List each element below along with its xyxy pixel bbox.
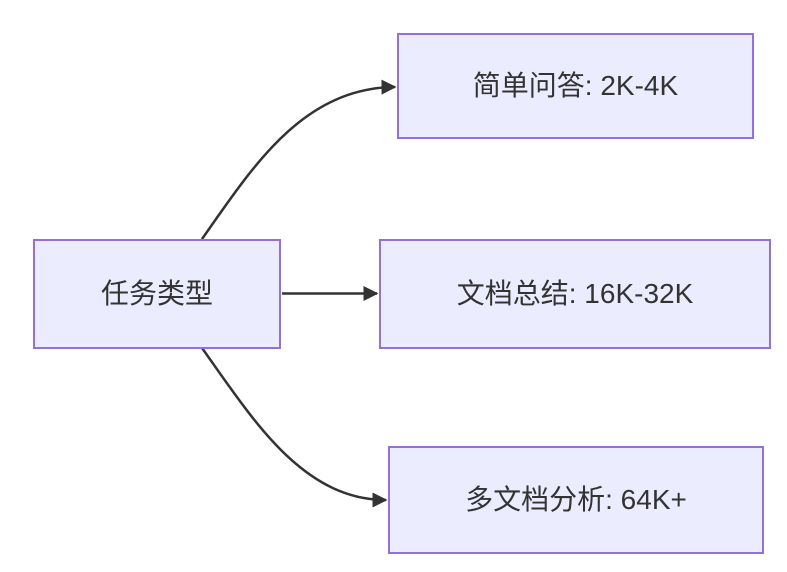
node-task-type: 任务类型 bbox=[33, 239, 281, 349]
node-multi-doc-analysis-label: 多文档分析: 64K+ bbox=[465, 484, 687, 516]
edge-root-to-multi-doc bbox=[200, 347, 388, 508]
node-doc-summary-label: 文档总结: 16K-32K bbox=[456, 278, 694, 310]
node-simple-qa-label: 简单问答: 2K-4K bbox=[472, 70, 679, 102]
node-multi-doc-analysis: 多文档分析: 64K+ bbox=[388, 446, 764, 554]
node-task-type-label: 任务类型 bbox=[100, 278, 213, 310]
node-simple-qa: 简单问答: 2K-4K bbox=[397, 33, 754, 139]
node-doc-summary: 文档总结: 16K-32K bbox=[379, 239, 771, 349]
edge-root-to-simple-qa bbox=[200, 79, 397, 240]
